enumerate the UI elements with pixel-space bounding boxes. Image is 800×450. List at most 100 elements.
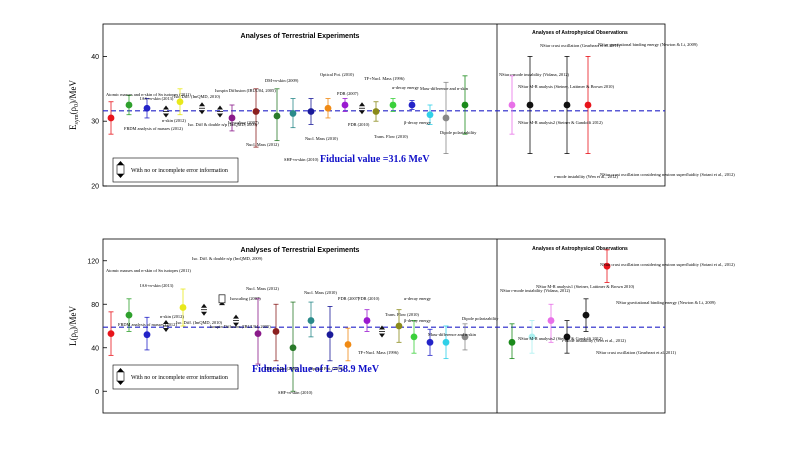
top-legend-text: With no or incomplete error information <box>131 167 228 174</box>
top-label-shf: SHF+n-skin (2010) <box>284 157 319 162</box>
top-label-isospin: Isospin Diffusion (IBUU04, 2005) <box>215 88 276 94</box>
bottom-label-dm: DM+n-skin (2009) <box>265 366 299 371</box>
arrow-up-mark-5 <box>199 102 205 107</box>
top-label-crust-sotani: NStar crust oscillation considering neut… <box>600 172 735 178</box>
bottom-legend-text: With no or incomplete error information <box>131 374 228 381</box>
marker-13 <box>344 341 352 348</box>
data-point-20 <box>461 323 469 351</box>
y-tick-label-2: 40 <box>91 54 99 61</box>
top-label-dipole: Dipole polarizability <box>440 130 477 135</box>
top-label-dm: DM+n-skin (2009) <box>265 78 299 83</box>
data-point-1 <box>125 94 133 116</box>
marker-22 <box>528 333 536 341</box>
marker-23 <box>563 101 571 109</box>
top-legend-marker <box>116 161 125 178</box>
bottom-fiducial-label: Fiducial value of L=58.9 MeV <box>252 364 380 375</box>
data-point-17 <box>410 320 418 354</box>
data-point-2 <box>143 98 151 119</box>
marker-20 <box>461 333 469 341</box>
data-point-22 <box>526 56 534 155</box>
marker-1 <box>125 101 133 109</box>
bottom-label-grav: NStar gravitational binding energy (Newt… <box>616 300 716 306</box>
data-point-16 <box>389 98 397 112</box>
arrow-down-mark-14 <box>359 110 365 115</box>
top-label-crust-gearheart: NStar crust oscillation (Gearheart et al… <box>540 43 620 48</box>
bottom-label-mr1: NStar M-R analysis1 (Steiner, Lattimer &… <box>536 284 635 290</box>
data-point-9 <box>272 303 280 362</box>
data-point-0 <box>107 311 115 356</box>
marker-15 <box>372 108 380 115</box>
data-point-23 <box>547 303 555 343</box>
bottom-label-dipole: Dipole polarizability <box>462 316 499 321</box>
bottom-label-sn: Atomic masses and n-skin of Sn isotopes … <box>106 268 191 273</box>
bottom-legend-marker <box>116 368 125 385</box>
top-label-isodiff: Iso. Diff. (ImQMD, 2010) <box>174 94 221 100</box>
top-labels: Atomic masses and n-skin of Sn isotopes … <box>106 42 735 180</box>
data-point-25 <box>582 298 590 332</box>
marker-21 <box>508 338 516 346</box>
bottom-label-beta: β-decay energy <box>404 318 432 323</box>
top-label-sn: Atomic masses and n-skin of Sn isotopes … <box>106 92 191 97</box>
data-point-19 <box>442 81 450 155</box>
y-tick-label-3: 120 <box>87 258 99 265</box>
top-label-pdr2007: PDR (2007) <box>337 91 359 96</box>
bottom-label-optical: Optical Pot. (2010) <box>310 366 344 371</box>
arrow-down-mark-6 <box>217 113 223 118</box>
marker-18 <box>426 111 434 119</box>
panel-bottom-frame <box>102 238 666 414</box>
panel-bottom-title: Analyses of Terrestrial Experiments <box>241 247 360 254</box>
marker-12 <box>326 331 334 339</box>
top-legend: With no or incomplete error information <box>112 157 239 183</box>
data-point-8 <box>252 88 260 148</box>
marker-19 <box>442 114 450 122</box>
panel-top-astro-title: Analyses of Astrophysical Observations <box>532 30 628 36</box>
bottom-labels: Atomic masses and n-skin of Sn isotopes … <box>106 256 735 395</box>
top-label-beta: β-decay energy <box>404 120 432 125</box>
marker-26 <box>603 262 611 270</box>
arrow-up-mark-6 <box>217 105 223 110</box>
marker-9 <box>273 112 281 120</box>
marker-10 <box>289 110 297 117</box>
marker-17 <box>408 101 416 109</box>
bottom-label-tf: TF+Nucl. Mass (1996) <box>358 350 399 355</box>
arrow-up-mark-15 <box>379 325 385 330</box>
marker-18 <box>426 338 434 346</box>
marker-19 <box>442 338 450 346</box>
marker-8 <box>252 108 260 115</box>
panel-bottom-astro-title: Analyses of Astrophysical Observations <box>532 246 628 252</box>
top-label-grav: NStar gravitational binding energy (Newt… <box>598 42 698 48</box>
top-label-rmode-vidana: NStar r-mode instability (Vidana, 2012) <box>499 72 570 78</box>
panel-bottom: Analyses of Terrestrial Experiments Anal… <box>68 238 735 414</box>
arrow-down-mark-3 <box>163 113 169 118</box>
bottom-label-pdr2007: PDR (2007) <box>338 296 360 301</box>
marker-20 <box>461 101 469 109</box>
data-point-19 <box>442 325 450 360</box>
data-point-23 <box>563 56 571 155</box>
top-points <box>107 56 592 155</box>
bottom-label-massdiff: Mass-difference and n-skin <box>428 332 477 337</box>
arrow-down-mark-5 <box>201 311 207 316</box>
marker-24 <box>584 101 592 109</box>
arrow-down-mark-5 <box>199 110 205 115</box>
data-point-9 <box>273 88 281 142</box>
arrow-up-mark-14 <box>359 102 365 107</box>
data-point-15 <box>372 101 380 122</box>
bottom-label-alpha: α-decay energy <box>404 296 432 301</box>
bottom-label-crust-gearheart: NStar crust oscillation (Gearheart et al… <box>596 350 676 355</box>
data-point-26 <box>603 249 611 283</box>
data-point-4 <box>176 88 184 116</box>
marker-13 <box>341 101 349 109</box>
bottom-label-frdm: FRDM analysis of masses (2012) <box>118 322 177 327</box>
top-label-nuclmass2012: Nucl. Mass (2012) <box>246 142 279 147</box>
y-tick-label-0: 0 <box>95 389 99 396</box>
open-square-mark-6 <box>218 294 226 304</box>
data-point-6 <box>217 105 223 118</box>
data-point-10 <box>289 98 297 129</box>
y-tick-label-1: 40 <box>91 345 99 352</box>
bottom-label-nuclmass2012: Nucl. Mass (2012) <box>246 286 279 291</box>
bottom-label-mr2: NStar M-R analysis2 (Steiner & Gandolfi … <box>518 336 603 341</box>
bottom-legend-frame <box>112 364 239 390</box>
data-point-13 <box>341 98 349 112</box>
arrow-up-mark-3 <box>163 320 169 324</box>
